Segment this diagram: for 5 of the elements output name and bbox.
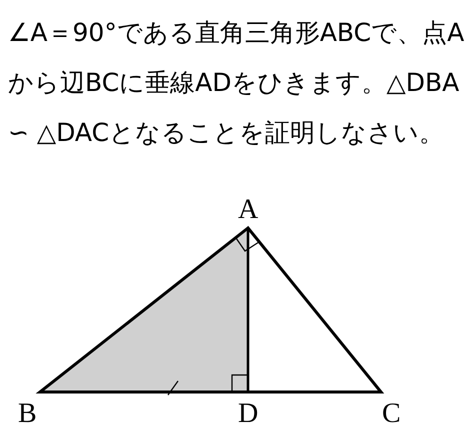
vertex-label: C <box>382 400 401 428</box>
problem-text: ∠A＝90°である直角三角形ABCで、点Aから辺BCに垂線ADをひきます。△DBA ∽ △DACとなることを証明しなさい。 <box>8 17 466 149</box>
vertex-label: B <box>18 400 37 428</box>
vertex-label: A <box>238 196 258 224</box>
vertex-label: D <box>238 400 258 428</box>
